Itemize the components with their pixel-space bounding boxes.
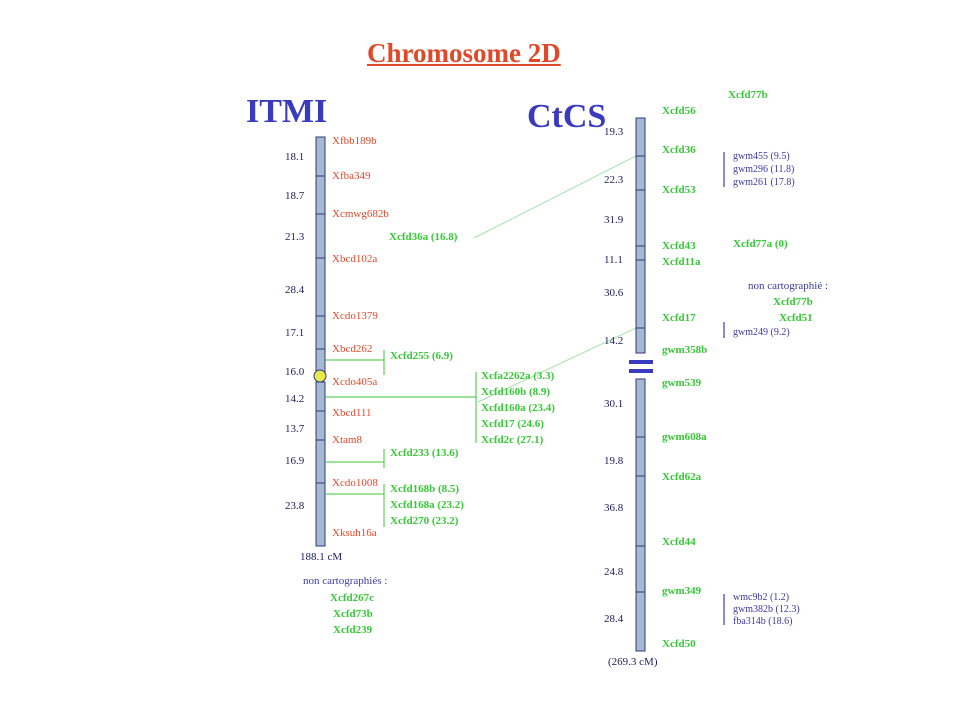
ctcs-gwm-marker: gwm455 (9.5): [733, 151, 790, 162]
itmi-total-length: 188.1 cM: [300, 551, 343, 563]
itmi-marker: Xfba349: [332, 170, 371, 182]
ctcs-distance: 11.1: [604, 254, 623, 266]
ctcs-marker: Xcfd53: [662, 184, 696, 196]
itmi-side-marker: Xcfd233 (13.6): [390, 447, 459, 459]
separator-icon: [629, 360, 653, 373]
itmi-marker: Xfbb189b: [332, 135, 377, 147]
ctcs-gwm-marker: wmc9b2 (1.2): [733, 592, 790, 603]
itmi-distance: 14.2: [285, 393, 305, 405]
itmi-heading: ITMI: [246, 93, 328, 130]
itmi-side-marker: Xcfd255 (6.9): [390, 350, 453, 362]
ctcs-marker: Xcfd50: [662, 638, 696, 650]
itmi-marker: Xcdo1008: [332, 477, 378, 489]
itmi-marker: Xcdo405a: [332, 376, 378, 388]
ctcs-total-length: (269.3 cM): [608, 656, 658, 668]
ctcs-marker: Xcfd44: [662, 536, 696, 548]
ctcs-distance: 24.8: [604, 566, 624, 578]
centromere-icon: [313, 369, 327, 383]
ctcs-distance: 19.3: [604, 126, 624, 138]
ctcs-marker: Xcfd43: [662, 240, 696, 252]
itmi-unmapped-marker: Xcfd239: [333, 624, 373, 636]
itmi-marker: Xtam8: [332, 434, 362, 446]
itmi-marker: Xbcd111: [332, 407, 372, 419]
itmi-marker-ticks: [316, 175, 325, 484]
itmi-marker: Xksuh16a: [332, 527, 377, 539]
ctcs-distance: 28.4: [604, 613, 624, 625]
ctcs-side-marker: Xcfd77a (0): [733, 238, 788, 250]
ctcs-marker: gwm608a: [662, 431, 707, 443]
itmi-unmapped-label: non cartographiés :: [303, 575, 388, 587]
ctcs-gwm-marker: gwm382b (12.3): [733, 604, 800, 615]
itmi-side-marker: Xcfd168a (23.2): [390, 499, 464, 511]
itmi-unmapped-marker: Xcfd267c: [330, 592, 374, 604]
itmi-side-marker: Xcfd160a (23.4): [481, 402, 555, 414]
itmi-side-marker: Xcfa2262a (3.3): [481, 370, 555, 382]
ctcs-marker-ticks: [636, 155, 645, 593]
ctcs-marker: Xcfd36: [662, 144, 696, 156]
ctcs-distance: 36.8: [604, 502, 624, 514]
itmi-side-marker: Xcfd270 (23.2): [390, 515, 459, 527]
ctcs-marker: gwm349: [662, 585, 702, 597]
itmi-chromosome-lower-arm: [315, 381, 326, 547]
itmi-chromosome-upper-arm: [315, 136, 326, 376]
ctcs-distance: 14.2: [604, 335, 624, 347]
ctcs-distance: 22.3: [604, 174, 624, 186]
itmi-side-marker: Xcfd168b (8.5): [390, 483, 460, 495]
ctcs-top-right-marker: Xcfd77b: [728, 89, 768, 101]
ctcs-distance: 30.1: [604, 398, 624, 410]
ctcs-unmapped-label: non cartographié :: [748, 280, 829, 292]
itmi-distance: 21.3: [285, 231, 305, 243]
ctcs-marker: gwm358b: [662, 344, 708, 356]
itmi-marker: Xbcd262: [332, 343, 373, 355]
ctcs-gwm-marker: fba314b (18.6): [733, 616, 793, 627]
itmi-distance: 16.9: [285, 455, 305, 467]
ctcs-unmapped-marker: Xcfd77b: [773, 296, 813, 308]
ctcs-heading: CtCS: [527, 98, 607, 135]
itmi-distance: 28.4: [285, 284, 305, 296]
ctcs-marker: Xcfd17: [662, 312, 696, 324]
ctcs-gwm-marker: gwm296 (11.8): [733, 164, 795, 175]
itmi-distance: 17.1: [285, 327, 305, 339]
ctcs-unmapped-marker: Xcfd51: [779, 312, 813, 324]
itmi-marker: Xcdo1379: [332, 310, 378, 322]
itmi-distance: 23.8: [285, 500, 305, 512]
page-title: Chromosome 2D: [367, 38, 561, 68]
itmi-side-marker: Xcfd2c (27.1): [481, 434, 544, 446]
ctcs-marker: Xcfd62a: [662, 471, 702, 483]
ctcs-gwm-marker: gwm261 (17.8): [733, 177, 795, 188]
ctcs-distance: 30.6: [604, 287, 624, 299]
cross-map-lines: [473, 155, 637, 403]
ctcs-distance: 19.8: [604, 455, 624, 467]
itmi-marker: Xcmwg682b: [332, 208, 389, 220]
ctcs-marker: Xcfd11a: [662, 256, 701, 268]
itmi-distance: 16.0: [285, 366, 305, 378]
itmi-distance: 13.7: [285, 423, 305, 435]
itmi-marker: Xbcd102a: [332, 253, 378, 265]
itmi-side-marker: Xcfd36a (16.8): [389, 231, 458, 243]
ctcs-chromosome-lower-arm: [635, 378, 646, 652]
itmi-distance: 18.7: [285, 190, 305, 202]
itmi-unmapped-marker: Xcfd73b: [333, 608, 373, 620]
itmi-side-marker: Xcfd160b (8.9): [481, 386, 551, 398]
itmi-side-marker: Xcfd17 (24.6): [481, 418, 544, 430]
ctcs-gwm-marker: gwm249 (9.2): [733, 327, 790, 338]
itmi-side-connectors: [325, 350, 477, 527]
ctcs-marker: gwm539: [662, 377, 702, 389]
ctcs-chromosome-upper-arm: [635, 117, 646, 354]
ctcs-marker: Xcfd56: [662, 105, 696, 117]
ctcs-distance: 31.9: [604, 214, 624, 226]
itmi-distance: 18.1: [285, 151, 305, 163]
